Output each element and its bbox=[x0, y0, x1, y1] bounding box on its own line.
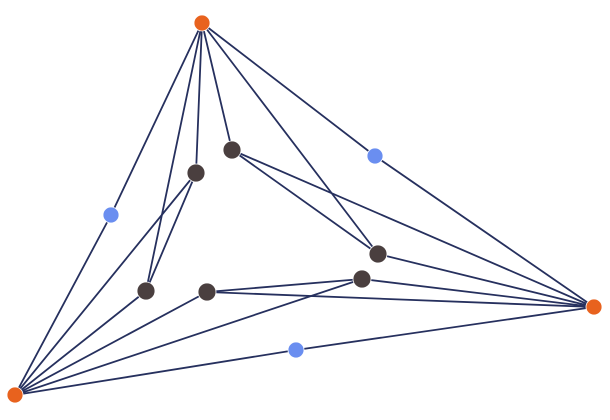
edge-bottom-left-to-inner-d bbox=[14, 291, 208, 396]
vertex-mid-right bbox=[366, 147, 384, 165]
edge-inner-b-to-inner-c bbox=[145, 172, 197, 292]
vertex-mid-left bbox=[102, 206, 120, 224]
vertex-bottom-left bbox=[6, 386, 24, 404]
graph-edges bbox=[14, 22, 595, 396]
edge-mid-bottom-to-right bbox=[295, 306, 595, 351]
edge-top-to-mid-left bbox=[110, 22, 203, 216]
edge-right-to-inner-d bbox=[206, 291, 595, 308]
vertex-inner-f bbox=[352, 269, 372, 289]
edge-right-to-inner-a bbox=[231, 149, 595, 308]
edge-bottom-left-to-inner-b bbox=[14, 172, 197, 396]
edge-inner-a-to-inner-e bbox=[231, 149, 379, 255]
vertex-right bbox=[585, 298, 603, 316]
edge-inner-d-to-inner-f bbox=[206, 278, 363, 293]
edge-mid-right-to-right bbox=[374, 155, 595, 308]
vertex-mid-bottom bbox=[287, 341, 305, 359]
edge-top-to-inner-c bbox=[145, 22, 203, 292]
vertex-inner-e bbox=[368, 244, 388, 264]
edge-top-to-mid-right bbox=[201, 22, 376, 157]
edge-right-to-inner-f bbox=[361, 278, 595, 308]
vertex-inner-c bbox=[136, 281, 156, 301]
edge-top-to-inner-e bbox=[201, 22, 379, 255]
graph-nodes bbox=[6, 14, 603, 404]
edge-bottom-left-to-mid-bottom bbox=[14, 349, 297, 396]
vertex-inner-d bbox=[197, 282, 217, 302]
vertex-top bbox=[193, 14, 211, 32]
vertex-inner-b bbox=[186, 163, 206, 183]
edge-right-to-inner-e bbox=[377, 253, 595, 308]
edge-mid-left-to-bottom-left bbox=[14, 214, 112, 396]
edge-top-to-inner-b bbox=[195, 22, 203, 174]
edge-bottom-left-to-inner-c bbox=[14, 290, 147, 396]
edge-bottom-left-to-inner-f bbox=[14, 278, 363, 396]
vertex-inner-a bbox=[222, 140, 242, 160]
edge-top-to-inner-a bbox=[201, 22, 233, 151]
